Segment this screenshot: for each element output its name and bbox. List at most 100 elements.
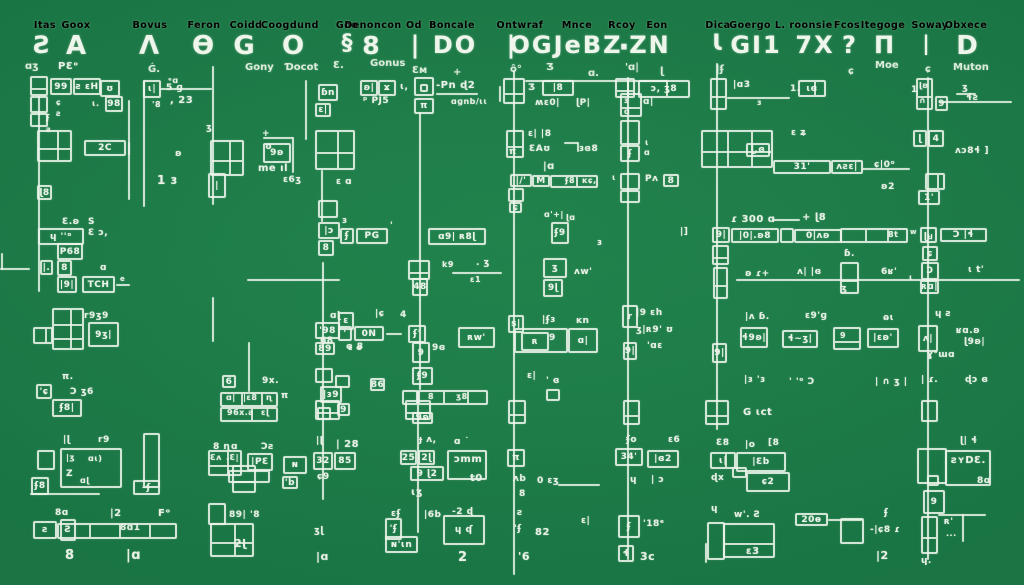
chalk-box	[705, 400, 729, 425]
chalk-text: ɛ6	[668, 435, 681, 445]
chalk-box-text: 8	[322, 243, 330, 253]
chalk-box	[317, 407, 331, 420]
column-label: Mnce	[561, 20, 593, 31]
chalk-box: ɩ|	[710, 452, 736, 469]
chalk-box-text: 2ɭ	[421, 452, 432, 463]
chalk-box: ʄ9	[412, 367, 433, 385]
chalk-box-text: 48	[413, 282, 427, 292]
column-glyph: ·	[618, 30, 632, 65]
chalk-text: ɕ9	[317, 472, 330, 482]
chalk-box-text: s|	[511, 319, 521, 329]
chalk-box-text: 9|	[624, 346, 636, 356]
chalk-text: '6	[518, 550, 531, 563]
chalk-box: ʄ8|	[52, 399, 82, 417]
chalk-box-text: 9ɭ	[547, 283, 559, 293]
chalk-text: 'ʄ	[514, 524, 522, 534]
chalk-box-text: |ɛʚ'	[873, 333, 893, 343]
chalk-box: 32	[313, 452, 333, 470]
chalk-box-divider	[715, 285, 726, 287]
chalk-box	[620, 190, 640, 203]
chalk-text: ɞ 8	[346, 342, 364, 352]
chalk-text: ɑ|	[643, 97, 654, 107]
chalk-box-divider	[703, 151, 771, 153]
chalk-text: ɭP|	[576, 98, 591, 108]
chalk-text: ɥ ƨ	[935, 309, 952, 319]
column-glyph: §	[341, 31, 355, 56]
chalk-box: 9|	[712, 227, 730, 243]
chalk-text: 96x.ƨ	[227, 408, 254, 417]
chalk-box	[833, 327, 861, 350]
chalk-hline	[0, 268, 30, 270]
chalk-box: 31'	[773, 160, 831, 174]
chalk-box: ɔ, ʒ8	[638, 80, 690, 98]
chalk-box: ʀ	[521, 332, 549, 351]
chalk-text: ∩	[919, 96, 926, 105]
chalk-box: ɴ	[283, 456, 307, 474]
chalk-vline	[143, 80, 145, 207]
column-label: Od	[406, 20, 422, 31]
column-glyph: G	[233, 31, 257, 61]
chalk-box: 9ʒ|	[88, 322, 119, 347]
chalk-box: ʄ	[340, 228, 354, 244]
column-glyph: Ɵ	[191, 31, 217, 61]
chalk-box	[546, 389, 560, 401]
chalk-box	[710, 78, 727, 110]
column-label: Eon	[646, 20, 668, 31]
chalk-box-divider	[466, 392, 469, 403]
chalk-text: |ɛ8	[243, 393, 258, 402]
chalk-box-text: ɭ8	[39, 187, 50, 198]
chalk-box: 20ɵ	[795, 513, 828, 526]
chalk-text: ɑ|	[226, 393, 236, 402]
column-glyph: Ɩ	[712, 31, 724, 56]
chalk-text: ɷɩ	[883, 313, 895, 323]
chalk-box-divider	[666, 82, 668, 96]
chalk-box-divider	[508, 146, 522, 148]
chalk-box: ɓn	[318, 84, 338, 101]
chalk-text: ɳ	[266, 393, 273, 402]
chalk-box: 9|	[623, 342, 637, 360]
chalk-text: |ɭ	[63, 435, 71, 445]
chalk-box-divider	[814, 82, 816, 95]
chalk-box: ʀɑ|	[920, 280, 939, 294]
chalk-text: ɑ	[644, 148, 651, 157]
chalk-box: s|	[508, 315, 524, 333]
chalk-box	[210, 140, 244, 176]
chalk-text: 68	[320, 336, 334, 346]
chalk-text: ɣ°ɯɑ	[927, 350, 956, 360]
column-glyph: Ƨ	[33, 31, 53, 59]
chalk-box-divider	[410, 272, 428, 274]
chalk-box: 99	[50, 78, 72, 95]
chalk-box: P68	[57, 243, 83, 260]
chalk-box: |.	[40, 260, 53, 275]
chalk-text: ɜ	[342, 216, 348, 226]
chalk-box-text: '	[343, 328, 347, 339]
chalk-box-text: ɕ	[512, 202, 519, 213]
chalk-box	[33, 327, 53, 344]
chalk-box: 9	[412, 342, 430, 363]
chalk-hline	[558, 484, 600, 486]
chalk-box-text: ʄ'	[413, 329, 421, 339]
chalk-text: ɛ ʑ	[791, 128, 807, 138]
chalk-text: 3c	[640, 550, 656, 563]
column-label: Feron	[187, 20, 221, 31]
chalk-text: ɔmm	[454, 454, 483, 465]
chalk-box-divider	[937, 175, 939, 188]
chalk-box	[318, 200, 338, 218]
chalk-box	[30, 113, 48, 127]
chalk-box-text: |ɜ9	[323, 389, 339, 400]
chalk-text: ɩʒ	[411, 487, 423, 498]
chalk-box-divider	[918, 96, 931, 98]
chalk-vline	[419, 112, 421, 390]
chalk-box-text: 8	[61, 263, 68, 273]
chalk-box-text: ɭ	[918, 133, 922, 144]
chalk-text: ...	[946, 529, 957, 538]
chalk-box-divider	[510, 414, 524, 416]
chalk-box: |ɛʚ'	[867, 328, 899, 348]
column-sublabel: 'ɑ|	[625, 62, 639, 73]
chalk-box-divider	[54, 338, 82, 340]
chalk-box: ɭ8	[37, 185, 52, 200]
chalk-box-text: |0|.ʚ8	[738, 230, 772, 241]
chalk-text: , 23	[170, 95, 194, 106]
column-glyph: D	[956, 31, 980, 61]
